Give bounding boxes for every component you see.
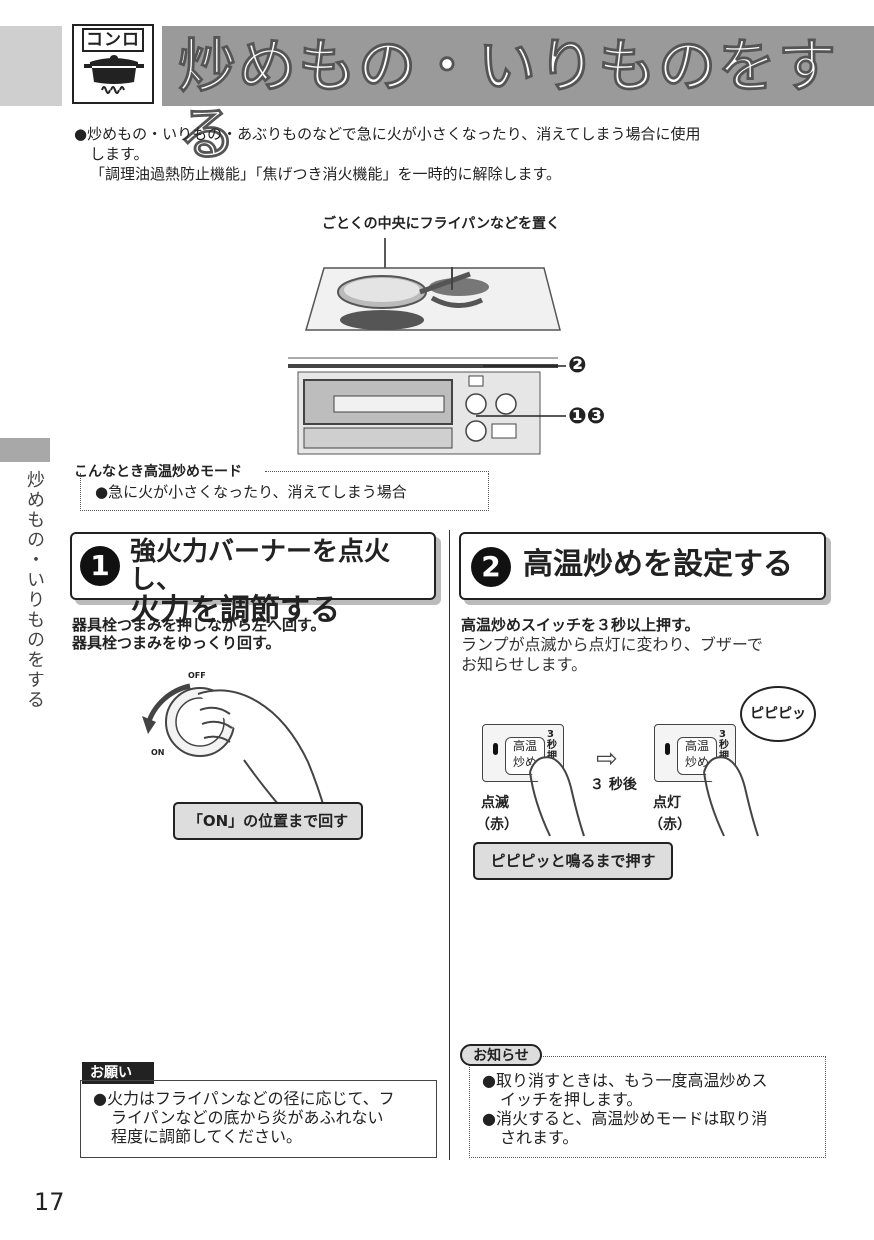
request-box: ●火力はフライパンなどの径に応じて、フ ライパンなどの底から炎があふれない 程度… <box>80 1080 437 1158</box>
switch-left-label-bottom: 炒め <box>512 755 537 769</box>
notice-tab: お知らせ <box>460 1044 542 1066</box>
notice-items: ●取り消すときは、もう一度高温炒めス イッチを押します。 ●消火すると、高温炒め… <box>482 1071 822 1147</box>
switch-right: 高温 炒め 3秒押し <box>654 724 736 782</box>
sound-bubble-text: ピピピッ <box>750 706 806 722</box>
notice-box: ●取り消すときは、もう一度高温炒めス イッチを押します。 ●消火すると、高温炒め… <box>469 1056 826 1158</box>
request-tab: お願い <box>82 1062 154 1084</box>
switch-right-label-top: 高温 <box>684 739 709 753</box>
step-2-title: 高温炒めを設定する <box>523 547 793 582</box>
notice-item-2-line-1: ●消火すると、高温炒めモードは取り消 <box>482 1109 768 1128</box>
left-state-label: 点滅 <box>481 795 509 811</box>
step-2-instruction-line-2: お知らせします。 <box>461 655 588 674</box>
step-1-number: 1 <box>80 546 120 586</box>
intro-line-3: 「調理油過熱防止機能」「焦げつき消火機能」を一時的に解除します。 <box>90 165 562 183</box>
notice-item-2-line-2: されます。 <box>500 1128 579 1147</box>
knob-on-label: ON <box>151 748 165 757</box>
request-line-1: ●火力はフライパンなどの径に応じて、フ <box>93 1089 395 1108</box>
switch-left-label-top: 高温 <box>512 739 537 753</box>
step-2-instruction-line-1: ランプが点滅から点灯に変わり、ブザーで <box>461 635 763 654</box>
switch-right-button: 高温 炒め <box>677 737 717 775</box>
marker-1-3: ❶❸ <box>568 404 606 429</box>
switch-left: 高温 炒め 3秒押し <box>482 724 564 782</box>
switch-left-button: 高温 炒め <box>505 737 545 775</box>
notice-item-1-line-2: イッチを押します。 <box>500 1090 643 1109</box>
title-bar: 炒めもの・いりものをする <box>162 26 874 169</box>
diagram-label: ごとくの中央にフライパンなどを置く <box>322 216 560 232</box>
step-2-number: 2 <box>471 547 511 587</box>
arrow-right-icon: ⇨ <box>596 744 618 774</box>
step-2-callout: ピピピッと鳴るまで押す <box>473 842 673 880</box>
knob-turning-illustration <box>142 683 327 834</box>
step-2-header: 2 高温炒めを設定する <box>459 532 826 600</box>
right-finger <box>703 756 759 837</box>
sidebar-tab <box>0 438 50 462</box>
intro-line-2: します。 <box>90 145 149 163</box>
step-2-instruction-bold: 高温炒めスイッチを３秒以上押す。 <box>461 616 700 634</box>
step-1-instruction-2: 器具栓つまみをゆっくり回す。 <box>72 634 281 652</box>
intro-text: ●炒めもの・いりもの・あぶりものなどで急に火が小さくなったり、消えてしまう場合に… <box>74 124 844 184</box>
knob-off-label: OFF <box>188 671 206 680</box>
mode-info-heading: こんなとき高温炒めモード <box>74 464 242 480</box>
request-line-3: 程度に調節してください。 <box>111 1127 303 1146</box>
marker-2: ❷ <box>568 353 587 378</box>
page-number: 17 <box>34 1188 65 1216</box>
category-label: コンロ <box>82 28 144 52</box>
arrow-delay-label: ３ 秒後 <box>590 777 637 793</box>
step-1-title: 強火力バーナーを点火し、 火力を調節する <box>130 538 434 628</box>
switch-right-label-bottom: 炒め <box>684 755 709 769</box>
left-color-label: （赤） <box>476 817 518 833</box>
header-gray-block <box>0 26 62 106</box>
page-title: 炒めもの・いりものをする <box>178 32 839 169</box>
pot-icon <box>84 55 144 94</box>
sidebar-vertical-title: 炒めもの・いりものをする <box>24 470 45 710</box>
step-1-title-line-2: 火力を調節する <box>130 593 340 628</box>
sound-bubble: ピピピッ <box>740 686 816 742</box>
step-1-header: 1 強火力バーナーを点火し、 火力を調節する <box>70 532 436 628</box>
request-line-2: ライパンなどの底から炎があふれない <box>111 1108 384 1127</box>
right-color-label: （赤） <box>649 817 691 833</box>
mode-info-item: ●急に火が小さくなったり、消えてしまう場合 <box>95 483 407 501</box>
right-state-label: 点灯 <box>653 795 681 811</box>
step-1-callout: 「ON」の位置まで回す <box>173 802 363 840</box>
step-1-instruction-1: 器具栓つまみを押しながら左へ回す。 <box>72 616 326 634</box>
stove-diagram <box>288 238 566 455</box>
intro-line-1: ●炒めもの・いりもの・あぶりものなどで急に火が小さくなったり、消えてしまう場合に… <box>74 125 701 143</box>
stove-category-badge: コンロ <box>72 24 154 104</box>
notice-item-1-line-1: ●取り消すときは、もう一度高温炒めス <box>482 1071 768 1090</box>
left-finger <box>529 756 585 837</box>
request-text: ●火力はフライパンなどの径に応じて、フ ライパンなどの底から炎があふれない 程度… <box>93 1089 431 1146</box>
mode-info-box: ●急に火が小さくなったり、消えてしまう場合 <box>80 473 489 511</box>
switch-right-lamp-icon <box>665 743 670 755</box>
column-divider <box>449 530 450 1160</box>
switch-left-lamp-icon <box>493 743 498 755</box>
step-1-title-line-1: 強火力バーナーを点火し、 <box>130 537 391 595</box>
mode-heading-dots <box>265 471 489 472</box>
